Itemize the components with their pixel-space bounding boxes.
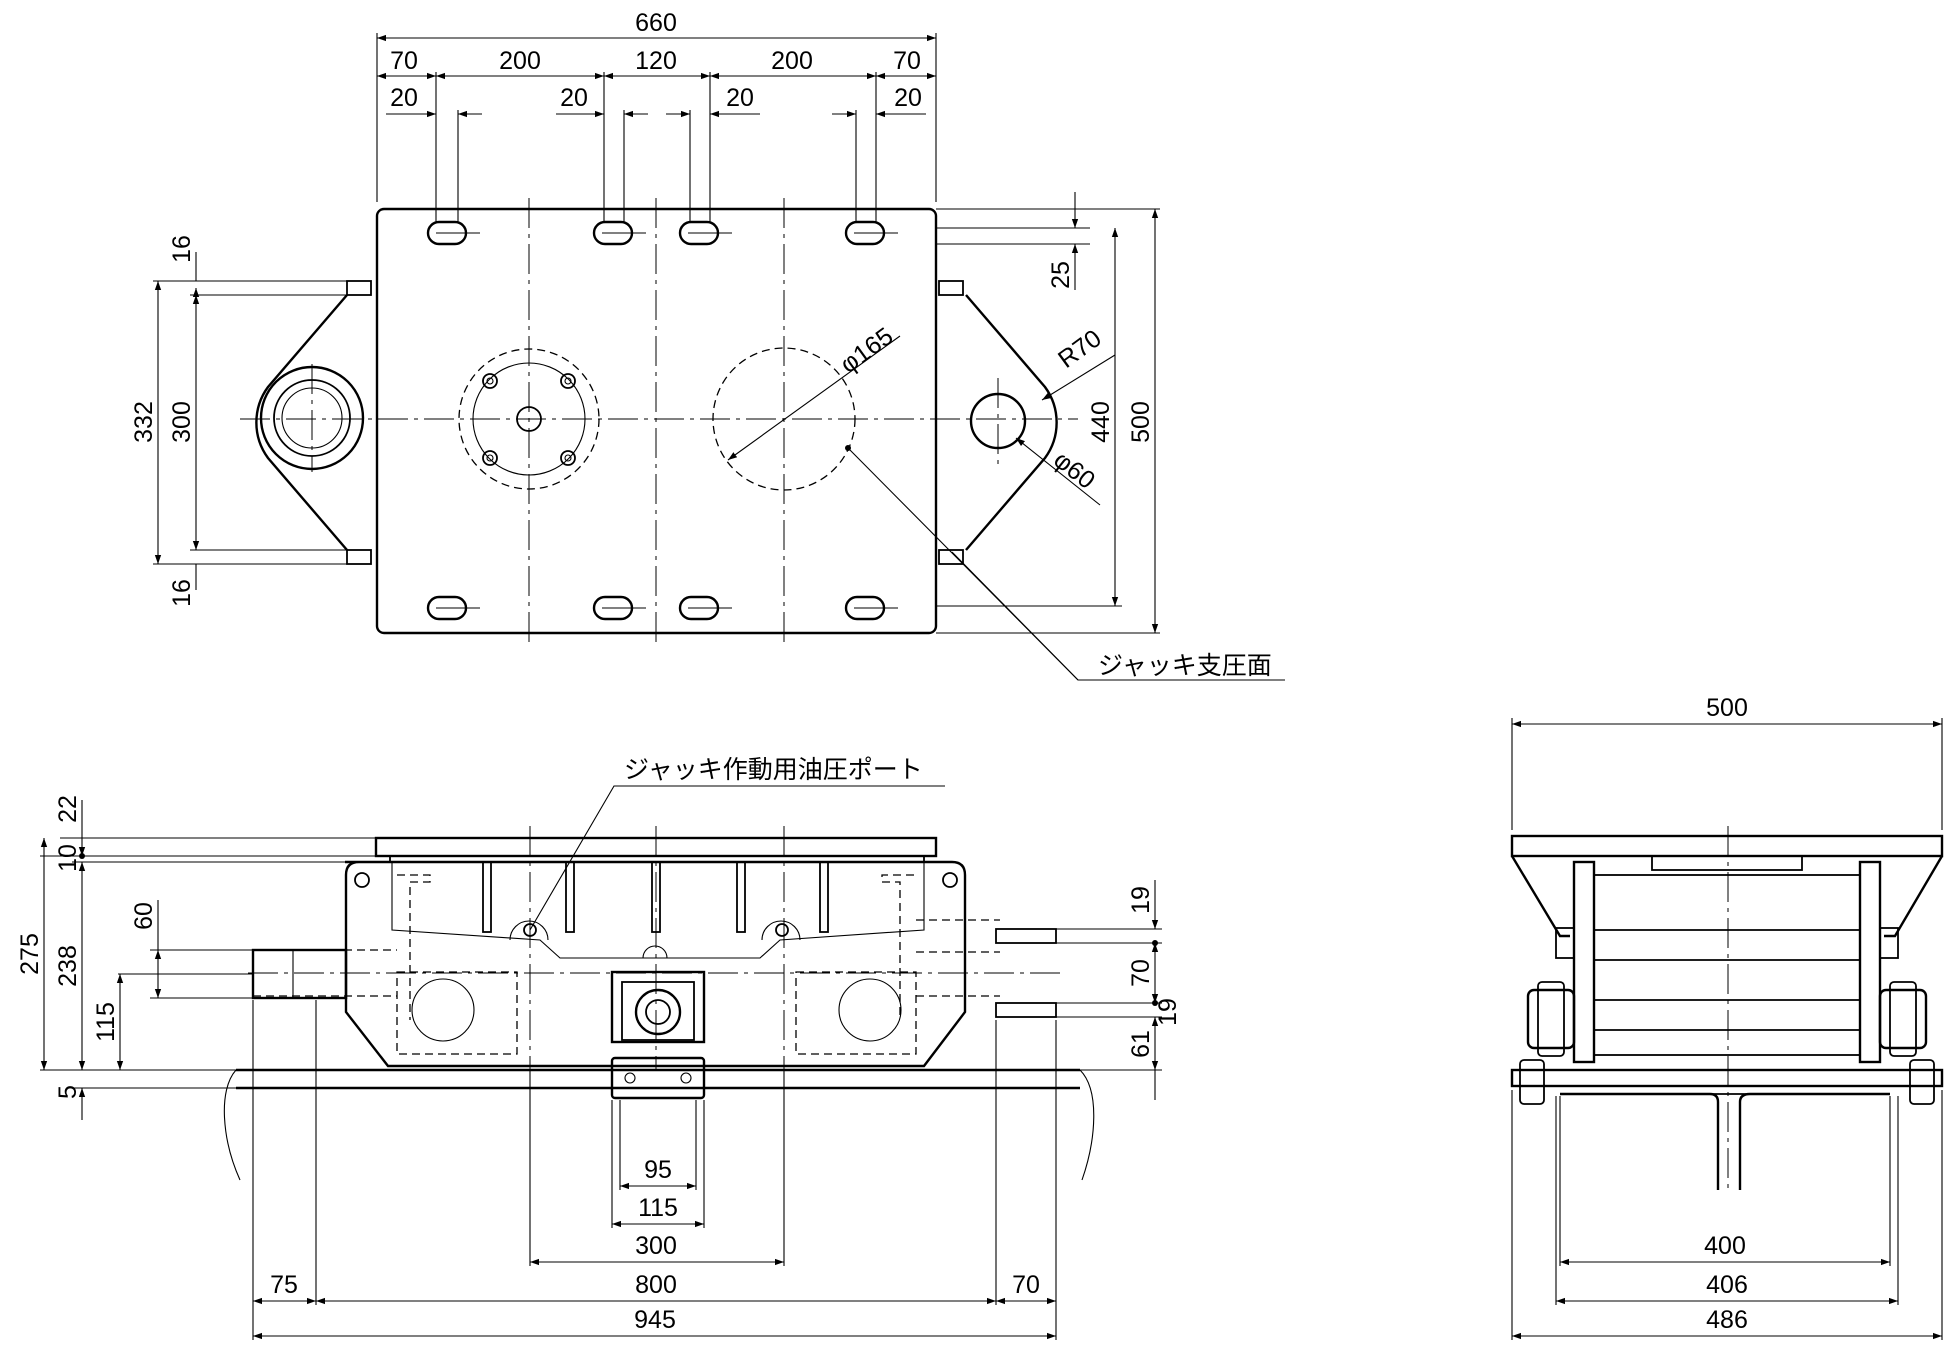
top-centerlines (240, 198, 1078, 645)
front-right-dim-extensions (1056, 928, 1162, 1071)
dim-10: 10 (54, 844, 82, 872)
top-right-ear (965, 294, 1058, 551)
top-left-jack-bolts (482, 373, 576, 466)
dim-440: 440 (1087, 401, 1115, 443)
dim-phi165: φ165 (835, 322, 898, 379)
dim-300-vertical: 300 (168, 401, 196, 443)
leader-phi60 (1015, 437, 1101, 506)
side-left-cylinder (1526, 988, 1576, 1050)
dim-16-bottom: 16 (168, 579, 196, 607)
dim-200-right: 200 (771, 47, 813, 75)
top-ear-pad (938, 549, 964, 565)
dim-200-left: 200 (499, 47, 541, 75)
top-view: 660 70 200 120 200 70 20 20 20 20 (130, 9, 1285, 681)
leader-r70 (1041, 354, 1116, 401)
side-right-frame (1858, 860, 1882, 1064)
front-centerlines (248, 826, 1062, 1070)
front-left-cylinder (251, 948, 348, 1000)
dim-61: 61 (1127, 1030, 1155, 1058)
front-hidden-lines (253, 874, 1000, 1055)
side-left-frame (1572, 860, 1596, 1064)
top-right-dim-extensions (936, 208, 1160, 634)
top-slot-centerlines (436, 232, 898, 609)
dim-70-left: 70 (390, 47, 418, 75)
top-ear-pad (938, 280, 964, 296)
dim-5: 5 (54, 1085, 82, 1099)
dim-800: 800 (635, 1271, 677, 1299)
top-left-dim-extensions (153, 280, 347, 565)
leader-oil-port (529, 785, 945, 931)
dim-20-c: 20 (726, 84, 754, 112)
top-ear-pad (346, 549, 372, 565)
dim-332: 332 (130, 401, 158, 443)
dim-19-mid: 19 (1154, 998, 1182, 1026)
dim-60: 60 (130, 902, 158, 930)
label-oil-port: ジャッキ作動用油圧ポート (624, 755, 923, 784)
dim-20-b: 20 (560, 84, 588, 112)
top-extension-lines (376, 33, 937, 222)
side-dim-extensions (1511, 718, 1943, 1340)
dim-70-vertical: 70 (1127, 959, 1155, 987)
dim-16-top: 16 (168, 235, 196, 263)
dim-945: 945 (634, 1306, 676, 1334)
dim-95: 95 (644, 1156, 672, 1184)
dim-phi60: φ60 (1048, 446, 1100, 495)
top-ear-pad (346, 280, 372, 296)
dim-75: 75 (270, 1271, 298, 1299)
side-view: 500 400 406 486 (1510, 694, 1944, 1340)
side-right-cylinder (1878, 988, 1928, 1050)
dim-275: 275 (16, 933, 44, 975)
leader-jack-bearing (847, 447, 1285, 681)
dim-22: 22 (54, 795, 82, 823)
dim-side-400: 400 (1704, 1232, 1746, 1260)
dim-19-top: 19 (1127, 886, 1155, 914)
dim-120: 120 (635, 47, 677, 75)
front-view: ジャッキ作動用油圧ポート 22 10 275 238 60 115 5 (16, 755, 1182, 1340)
dim-500-vertical: 500 (1127, 401, 1155, 443)
front-body-outline (344, 860, 967, 1068)
dim-20-d: 20 (894, 84, 922, 112)
top-left-ear (255, 294, 348, 551)
dim-side-486: 486 (1706, 1306, 1748, 1334)
leader-phi165 (727, 335, 901, 461)
dim-70-horizontal: 70 (1012, 1271, 1040, 1299)
dim-70-right: 70 (893, 47, 921, 75)
dim-20-a: 20 (390, 84, 418, 112)
front-left-dim-extensions (40, 837, 388, 1089)
dim-300-horizontal: 300 (635, 1232, 677, 1260)
dim-r70: R70 (1053, 324, 1107, 374)
front-bottom-dim-extensions (252, 1000, 1057, 1340)
front-center-jack (610, 970, 706, 1044)
dim-660: 660 (635, 9, 677, 37)
dim-side-406: 406 (1706, 1271, 1748, 1299)
side-beam-web (1560, 1092, 1720, 1190)
label-jack-bearing-surface: ジャッキ支圧面 (1098, 651, 1272, 680)
dim-115-horizontal: 115 (638, 1194, 678, 1222)
side-top-plate (1510, 834, 1944, 858)
dim-25: 25 (1047, 261, 1075, 289)
front-vertical-slots (482, 861, 829, 933)
dim-side-500: 500 (1706, 694, 1748, 722)
side-bottom-rail (1510, 1068, 1944, 1088)
dim-238: 238 (54, 945, 82, 987)
dim-115-vertical: 115 (92, 1002, 120, 1042)
